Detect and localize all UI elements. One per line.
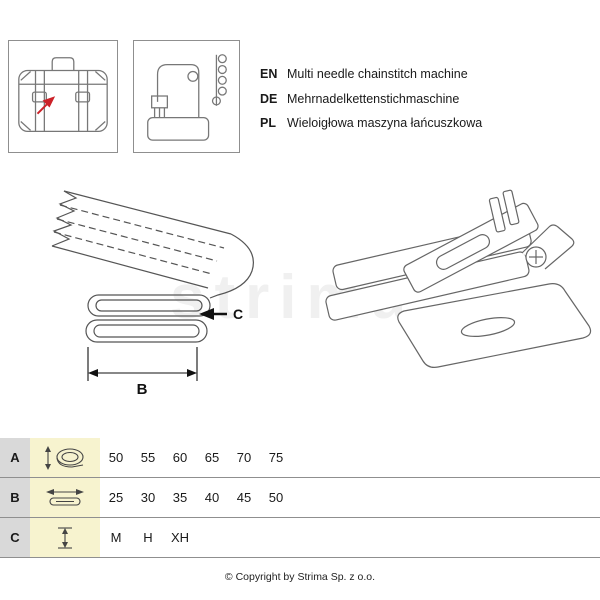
size-value: 55 (140, 450, 156, 465)
binder-attachment-drawing (325, 189, 592, 368)
fold-height-icon (30, 518, 100, 557)
tape-roll-width-icon (30, 438, 100, 477)
tape-folding-diagram (51, 190, 254, 343)
folded-tape-width-icon (30, 478, 100, 517)
technical-drawing-area: C B (0, 182, 600, 422)
luggage-icon-box (8, 40, 118, 153)
technical-drawing: C B (51, 189, 592, 398)
title-en: EN Multi needle chainstitch machine (260, 62, 482, 87)
dimension-b-label: B (137, 381, 148, 398)
table-row-a: A 50 55 60 (0, 438, 600, 478)
sewing-machine-icon (147, 54, 227, 141)
size-value: 70 (236, 450, 252, 465)
row-values-c: M H XH (100, 518, 196, 557)
size-value: H (143, 530, 153, 545)
product-titles: EN Multi needle chainstitch machine DE M… (260, 62, 482, 136)
size-table: A 50 55 60 (0, 438, 600, 558)
dimension-b: B (87, 347, 198, 398)
title-de: DE Mehrnadelkettenstichmaschine (260, 87, 482, 112)
size-value: 40 (204, 490, 220, 505)
size-value: 25 (108, 490, 124, 505)
row-values-b: 25 30 35 40 45 50 (100, 478, 292, 517)
row-letter-b: B (0, 478, 30, 517)
row-letter-c: C (0, 518, 30, 557)
size-value: M (110, 530, 122, 545)
lang-code-de: DE (260, 91, 278, 106)
dimension-c-label: C (233, 306, 243, 322)
size-value: 60 (172, 450, 188, 465)
luggage-icon (18, 57, 108, 132)
copyright-text: © Copyright by Strima Sp. z o.o. (224, 571, 376, 583)
row-letter-a: A (0, 438, 30, 477)
title-pl: PL Wieloigłowa maszyna łańcuszkowa (260, 111, 482, 136)
row-values-a: 50 55 60 65 70 75 (100, 438, 292, 477)
size-value: 50 (268, 490, 284, 505)
size-value: 50 (108, 450, 124, 465)
size-value: 35 (172, 490, 188, 505)
title-text-de: Mehrnadelkettenstichmaschine (287, 91, 460, 106)
size-value: 30 (140, 490, 156, 505)
title-text-pl: Wieloigłowa maszyna łańcuszkowa (287, 116, 483, 130)
lang-code-en: EN (260, 67, 278, 81)
lang-code-pl: PL (260, 116, 276, 130)
size-value: XH (170, 530, 190, 545)
title-text-en: Multi needle chainstitch machine (287, 67, 468, 81)
size-value: 65 (204, 450, 220, 465)
table-row-c: C M H XH (0, 518, 600, 558)
dimension-c: C (199, 306, 243, 322)
table-row-b: B 25 30 35 40 (0, 478, 600, 518)
sewing-machine-icon-box (133, 40, 240, 153)
size-value: 45 (236, 490, 252, 505)
size-value: 75 (268, 450, 284, 465)
